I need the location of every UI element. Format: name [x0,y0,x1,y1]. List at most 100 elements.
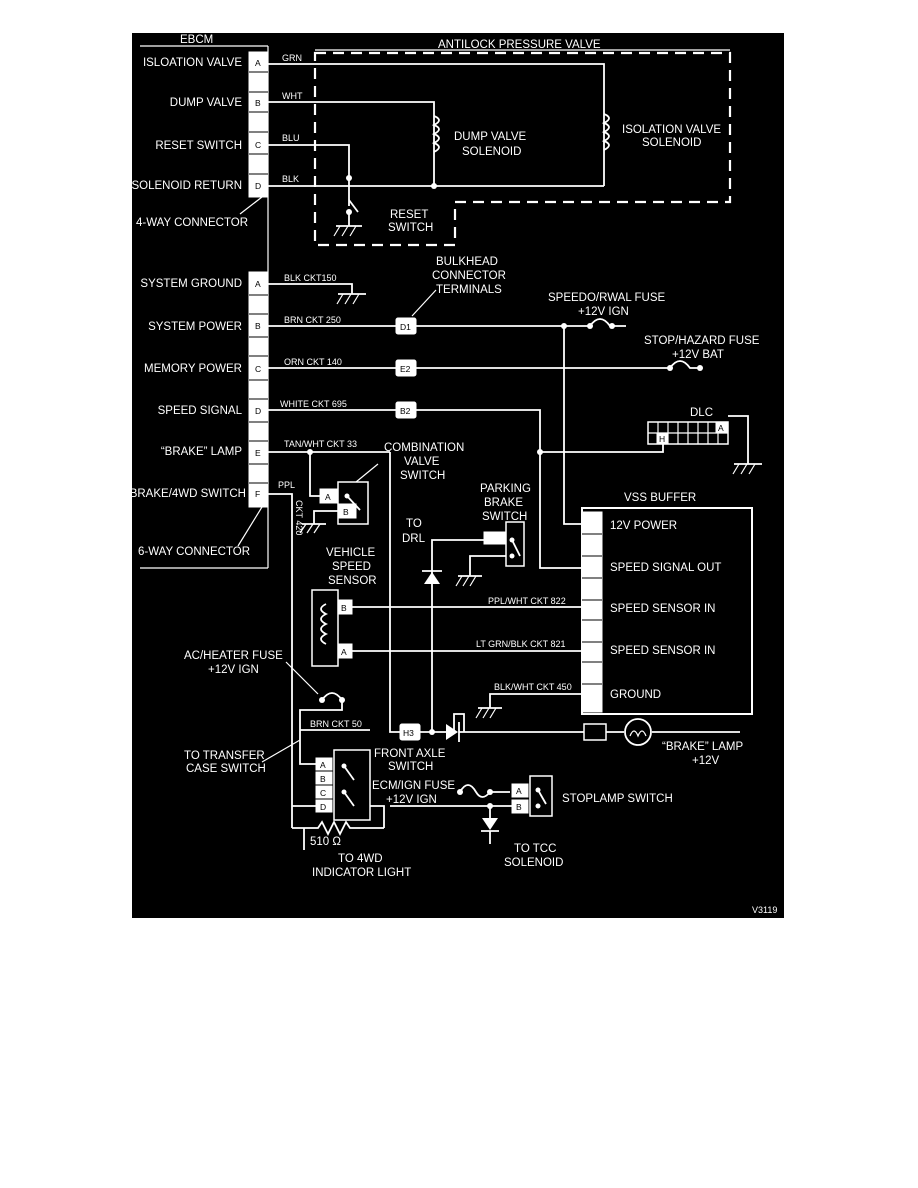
iso-valve-line1: ISOLATION VALVE [622,124,721,136]
tcc-line2: SOLENOID [504,857,563,869]
dump-valve-line1: DUMP VALVE [454,131,527,143]
wire-pplwht822-label: PPL/WHT CKT 822 [488,596,566,606]
wire-orn140-label: ORN CKT 140 [284,357,342,367]
bulkhead-line1: BULKHEAD [436,256,498,268]
ebcm-6way-connector: A B C D E F [248,271,269,508]
vss-buffer-pin-sensor-in-1: SPEED SENSOR IN [610,603,715,615]
label-brake-lamp-pin: “BRAKE” LAMP [161,446,242,458]
stop-fuse-line1: STOP/HAZARD FUSE [644,335,760,347]
vss-buffer-pin-ground: GROUND [610,689,661,701]
ebcm-pin-6e: E [255,448,261,458]
front-axle-pin-b: B [320,774,326,784]
vss-line2: SPEED [332,561,371,573]
ebcm-pin-6a: A [255,279,261,289]
reset-switch-line1: RESET [390,209,428,221]
label-system-ground: SYSTEM GROUND [140,278,242,290]
combo-pin-a: A [325,492,331,502]
isolation-coil-icon [601,113,610,151]
iso-valve-line2: SOLENOID [642,137,701,149]
label-isolation-valve: ISLOATION VALVE [143,57,242,69]
vss-pin-a: A [341,647,347,657]
wire-ppl-label: PPL [278,480,295,490]
indicator-line1: TO 4WD [338,853,383,865]
dlc-title: DLC [690,407,713,419]
ecm-fuse-line2: +12V IGN [386,794,437,806]
valve-title: ANTILOCK PRESSURE VALVE [438,39,601,51]
speedo-fuse-line2: +12V IGN [578,306,629,318]
parking-brake-switch: PARKING BRAKE SWITCH [431,483,531,732]
transfer-case-label: TO TRANSFER CASE SWITCH [184,739,301,775]
bulkhead-line2: CONNECTOR [432,270,506,282]
combo-line2: VALVE [404,456,440,468]
ac-heater-fuse: AC/HEATER FUSE +12V IGN BRN CKT 50 [184,650,370,731]
speedo-fuse-line1: SPEEDO/RWAL FUSE [548,292,665,304]
drl-diode: TO DRL [402,518,442,584]
vss-power-wire [563,326,582,525]
brake-lamp-line1: “BRAKE” LAMP [662,741,743,753]
vss-line1: VEHICLE [326,547,376,559]
ebcm-pin-6c: C [255,364,261,374]
label-system-power: SYSTEM POWER [148,321,242,333]
bulkhead-e2: E2 [400,364,411,374]
vss-pin-b: B [341,603,347,613]
vss-coil-icon [320,603,329,645]
resistor-value: 510 Ω [310,836,341,848]
ebcm-pin-b: B [255,98,261,108]
transfer-line1: TO TRANSFER [184,750,265,762]
brake-lamp-circuit: H3 “BRAKE” LAMP +12V [389,452,743,767]
wire-blk-label: BLK [282,174,299,184]
wire-ltgrn821-label: LT GRN/BLK CKT 821 [476,639,566,649]
ecm-ign-fuse: ECM/IGN FUSE +12V IGN [372,780,510,806]
wire-blk150-label: BLK CKT150 [284,273,337,283]
wire-white695-label: WHITE CKT 695 [280,399,347,409]
drl-line1: TO [406,518,422,530]
label-memory-power: MEMORY POWER [144,363,242,375]
ppl-ckt420-wire: PPL CKT 420 [268,480,304,828]
vss-buffer-pin-signal-out: SPEED SIGNAL OUT [610,562,721,574]
combo-pin-b: B [343,507,349,517]
brake-lamp-bulb-icon [624,718,652,746]
wire-ckt420-label: CKT 420 [294,500,304,535]
ebcm-pin-d: D [255,181,261,191]
bulkhead-h3: H3 [403,728,414,738]
bulkhead-b2: B2 [400,406,411,416]
front-axle-line1: FRONT AXLE [374,748,446,760]
label-brake-4wd-switch: BRAKE/4WD SWITCH [130,488,246,500]
wire-grn-label: GRN [282,53,302,63]
dlc-connector: DLC A H [537,407,762,475]
stoplamp-pin-a: A [516,786,522,796]
front-axle-switch: FRONT AXLE SWITCH A B C D [292,730,446,828]
reset-switch-icon [333,199,362,237]
combo-line1: COMBINATION [384,442,464,454]
ecm-fuse-line1: ECM/IGN FUSE [372,780,455,792]
vss-buffer-title: VSS BUFFER [624,492,696,504]
ebcm-pin-6d: D [255,406,261,416]
vss-buffer-pin-sensor-in-2: SPEED SENSOR IN [610,645,715,657]
bulkhead-line3: TERMINALS [436,284,502,296]
parking-line1: PARKING [480,483,531,495]
resistor-510: 510 Ω TO 4WD INDICATOR LIGHT [292,819,411,879]
dump-valve-line2: SOLENOID [462,146,521,158]
ebcm-pin-6b: B [255,321,261,331]
dump-coil-icon [431,115,440,153]
label-solenoid-return: SOLENOID RETURN [131,180,242,192]
ebcm: EBCM A B C D ISLOATION VALVE DUMP VALVE … [130,34,269,569]
ebcm-4way-connector: A B C D [248,51,269,198]
ebcm-pin-a: A [255,58,261,68]
front-axle-pin-d: D [320,802,326,812]
vss-buffer: VSS BUFFER 12V POWER SPEED SIGNAL OUT SP… [475,492,753,719]
vehicle-speed-sensor: VEHICLE SPEED SENSOR B A PPL/WHT CKT 822… [311,547,582,667]
combination-valve-switch: TAN/WHT CKT 33 A B COMBINATION VALVE SWI… [268,439,464,534]
system-ground-circuit: BLK CKT150 [268,273,366,305]
diagram-background [132,33,784,918]
stop-hazard-fuse: STOP/HAZARD FUSE +12V BAT [644,335,760,371]
indicator-line2: INDICATOR LIGHT [312,867,411,879]
figure-id: V3119 [752,905,777,915]
ac-fuse-line2: +12V IGN [208,664,259,676]
antilock-pressure-valve: ANTILOCK PRESSURE VALVE GRN WHT BLU BLK … [268,39,732,247]
stop-fuse-line2: +12V BAT [672,349,724,361]
transfer-line2: CASE SWITCH [186,763,266,775]
front-axle-pin-a: A [320,760,326,770]
vss-buffer-pin-12v: 12V POWER [610,520,677,532]
